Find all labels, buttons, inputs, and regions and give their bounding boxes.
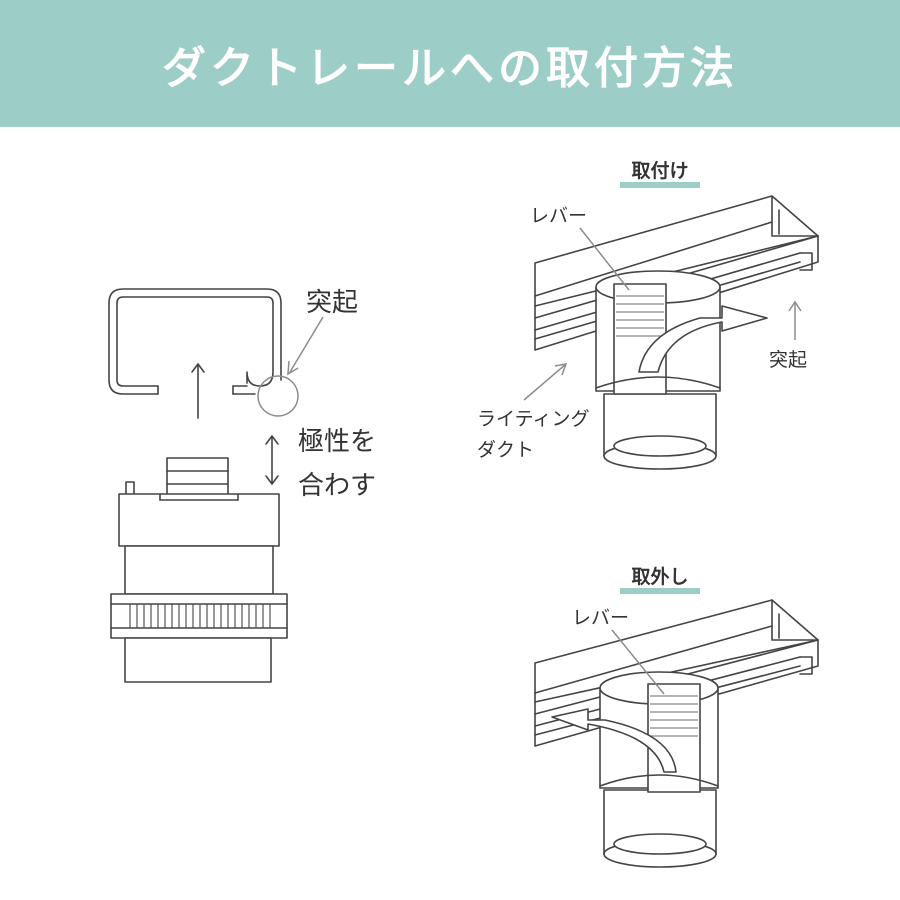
attach-protrusion-label: 突起 xyxy=(769,349,807,371)
detach-heading: 取外し xyxy=(631,565,688,588)
lever-grip xyxy=(650,695,698,737)
attach-lever-label: レバー xyxy=(530,205,587,227)
header-banner: ダクトレールへの取付方法 xyxy=(0,0,900,127)
protrusion-highlight-circle xyxy=(257,375,299,417)
plug-adapter xyxy=(110,457,288,683)
polarity-double-arrow xyxy=(265,435,279,485)
attach-heading-underline xyxy=(620,182,700,188)
installation-diagram: 突起 極性を 合わす xyxy=(108,159,819,868)
detach-lever-leader xyxy=(611,629,665,695)
insert-up-arrow xyxy=(191,363,205,419)
attach-duct-label-line2: ダクト xyxy=(477,439,534,461)
protrusion-leader xyxy=(287,316,324,376)
attach-duct-leader xyxy=(523,363,568,401)
polarity-label-line1: 極性を xyxy=(298,427,376,457)
protrusion-label: 突起 xyxy=(306,288,358,318)
polarity-label-line2: 合わす xyxy=(298,471,376,501)
lever-grip xyxy=(616,295,664,337)
attach-lever-leader xyxy=(579,227,630,291)
knurl-ridges xyxy=(129,604,271,628)
rail-cross-section xyxy=(108,288,282,395)
attach-heading: 取付け xyxy=(631,159,688,182)
detach-heading-underline xyxy=(620,588,700,594)
page-title: ダクトレールへの取付方法 xyxy=(162,42,738,94)
attach-duct-label-line1: ライティング xyxy=(477,408,589,430)
attach-adapter xyxy=(595,270,768,470)
detach-lever-label: レバー xyxy=(572,607,629,629)
attach-protrusion-arrow xyxy=(788,300,802,340)
